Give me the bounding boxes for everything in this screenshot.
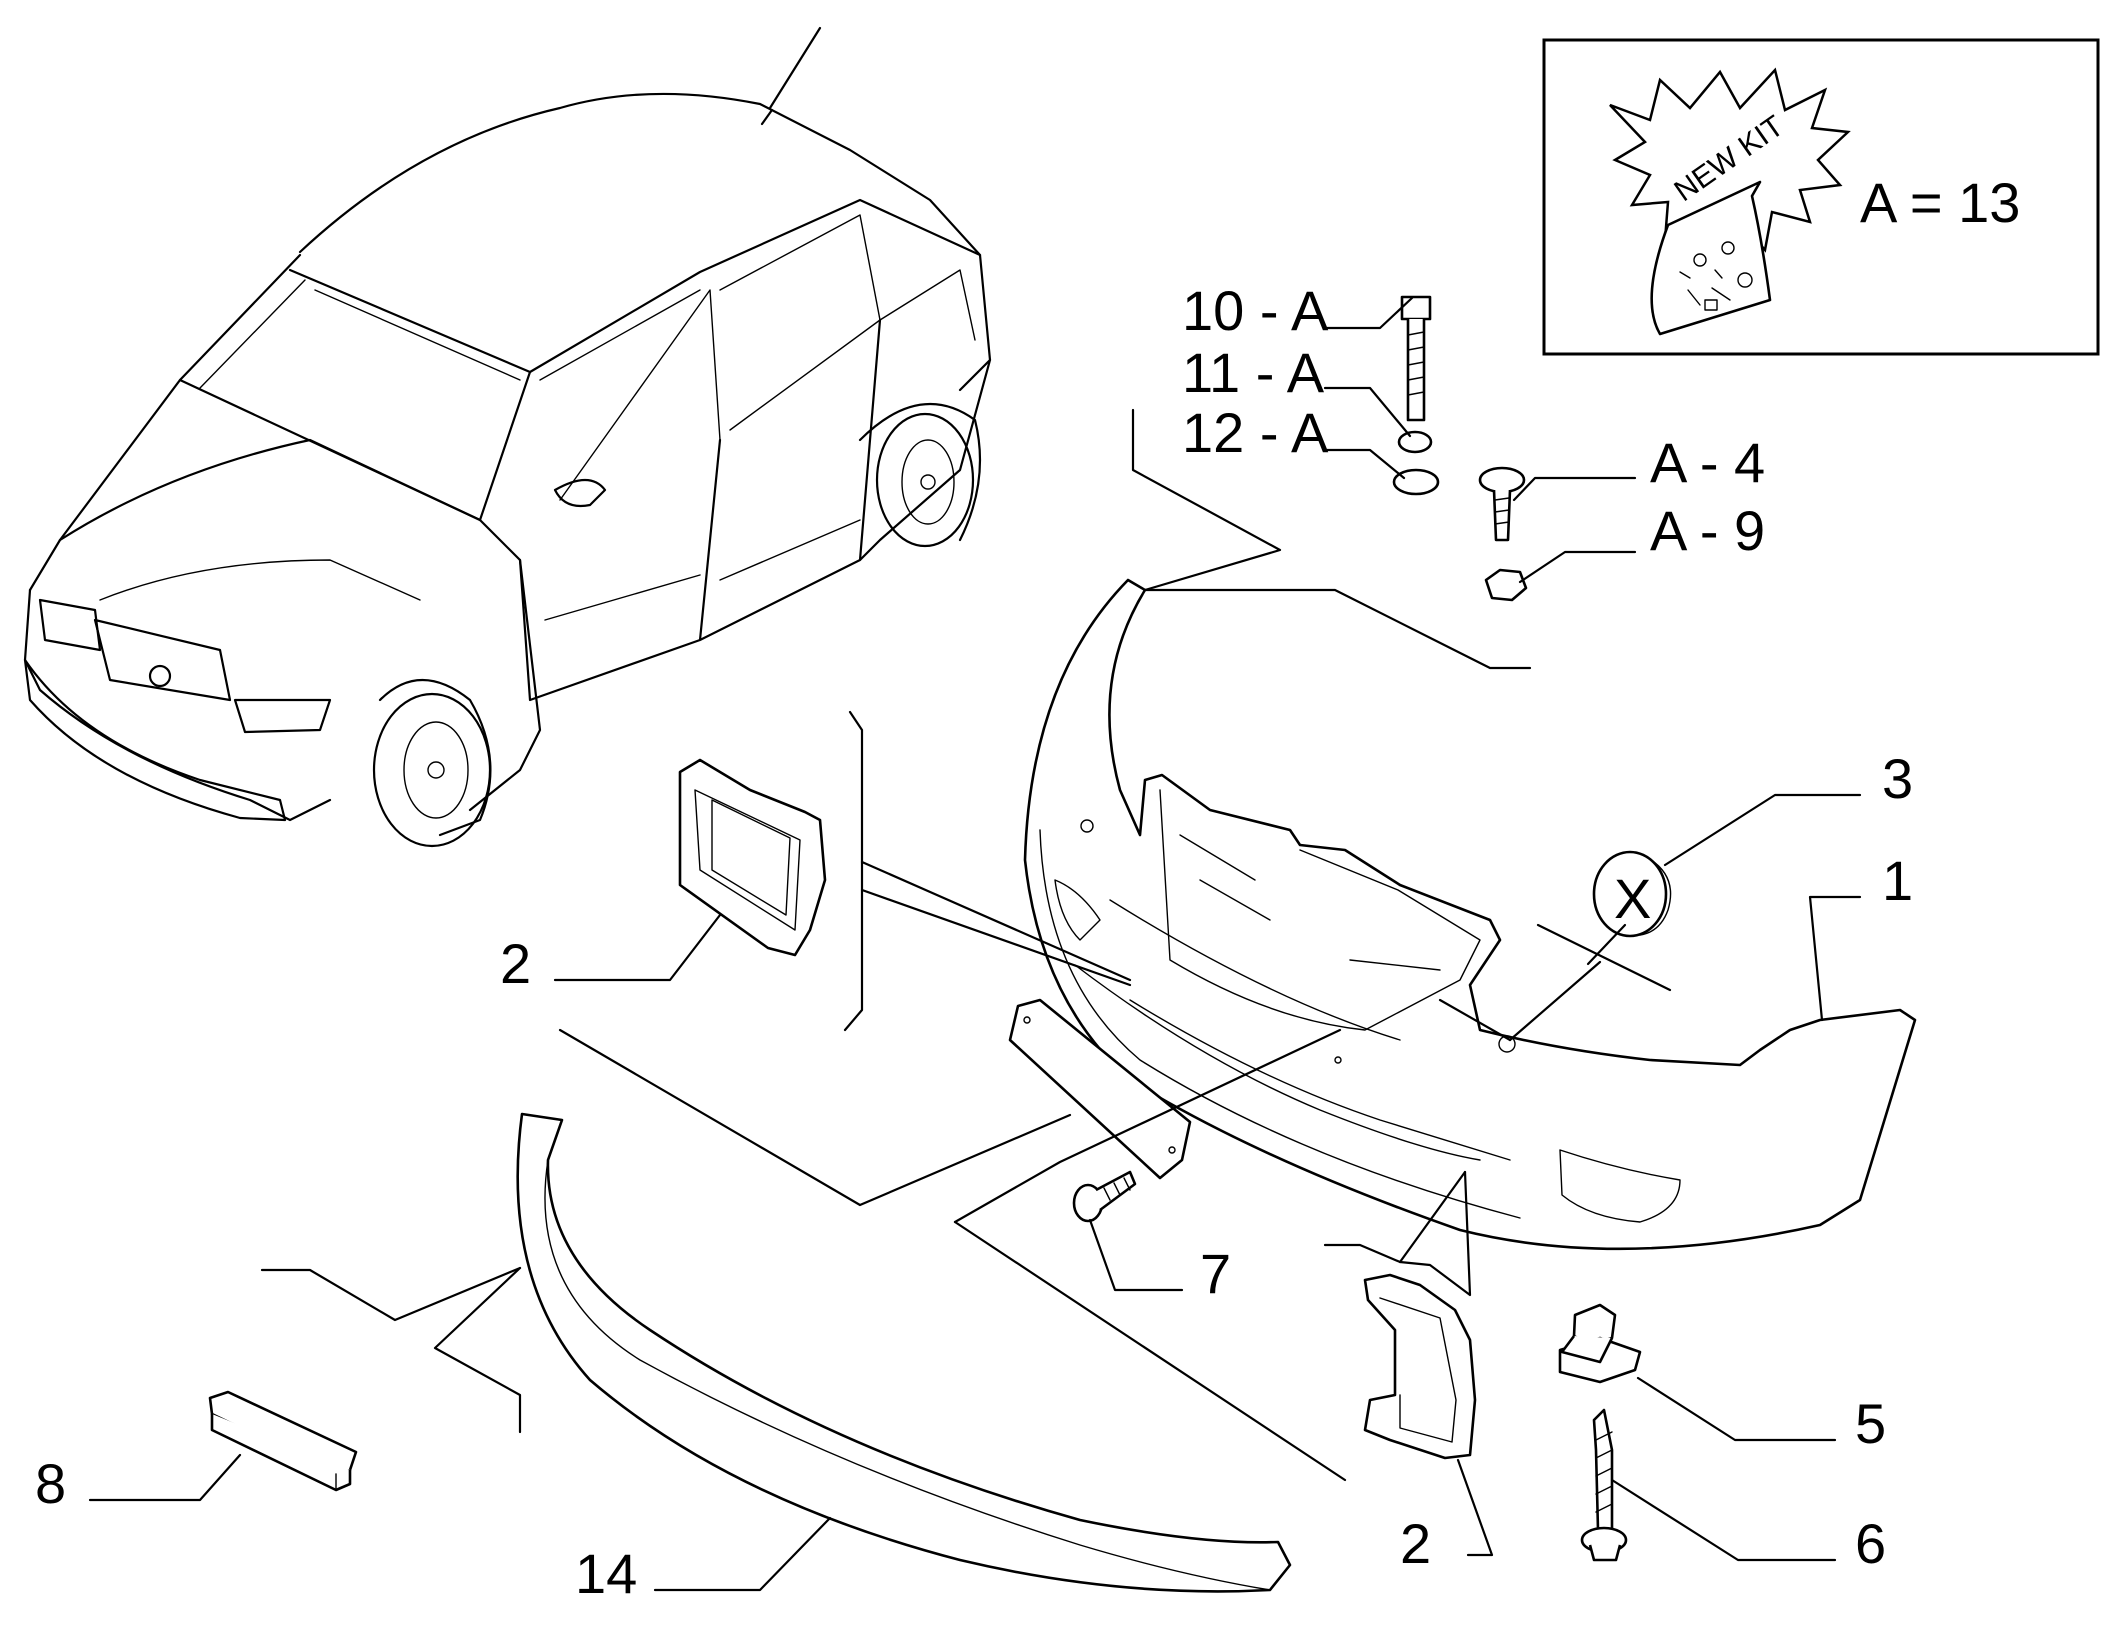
kit-box: NEW KIT A = 13 (1542, 38, 2100, 356)
callout-12a: 12 - A (1182, 401, 1329, 464)
callout-10a: 10 - A (1182, 279, 1329, 342)
front-bumper (1023, 578, 1917, 1251)
cap-x-mark: X (1614, 867, 1651, 930)
new-kit-starburst-icon (1609, 67, 1851, 258)
callout-a4: A - 4 (1650, 431, 1765, 494)
callout-2-left: 2 (500, 932, 531, 995)
kit-bag-icon (1650, 180, 1772, 336)
washer-11a (1397, 430, 1433, 454)
callout-7: 7 (1200, 1242, 1231, 1305)
callout-a9: A - 9 (1650, 499, 1765, 562)
washer-12a (1392, 468, 1440, 496)
bracket-right (1363, 1273, 1477, 1460)
callout-1: 1 (1882, 849, 1913, 912)
screw-6 (1580, 1408, 1628, 1562)
callout-3: 3 (1882, 747, 1913, 810)
kit-equation: A = 13 (1860, 171, 2020, 234)
leader-lines (88, 408, 1862, 1592)
screw-a4 (1478, 466, 1526, 542)
callout-6: 6 (1855, 1512, 1886, 1575)
callout-14: 14 (575, 1542, 637, 1605)
screw-7 (1072, 1170, 1137, 1223)
bracket-left (678, 758, 827, 957)
tow-hook-cap: X (1592, 850, 1672, 938)
callout-11a: 11 - A (1182, 341, 1325, 404)
callout-2-right: 2 (1400, 1512, 1431, 1575)
car-illustration (23, 26, 992, 848)
callout-8: 8 (35, 1452, 66, 1515)
callout-5: 5 (1855, 1392, 1886, 1455)
clip-8 (208, 1390, 358, 1492)
lower-spoiler-14 (516, 1112, 1292, 1593)
clip-5 (1558, 1303, 1642, 1384)
license-plate-mount (1008, 998, 1192, 1180)
nut-a9 (1484, 568, 1528, 602)
bolt-10a (1400, 295, 1432, 422)
